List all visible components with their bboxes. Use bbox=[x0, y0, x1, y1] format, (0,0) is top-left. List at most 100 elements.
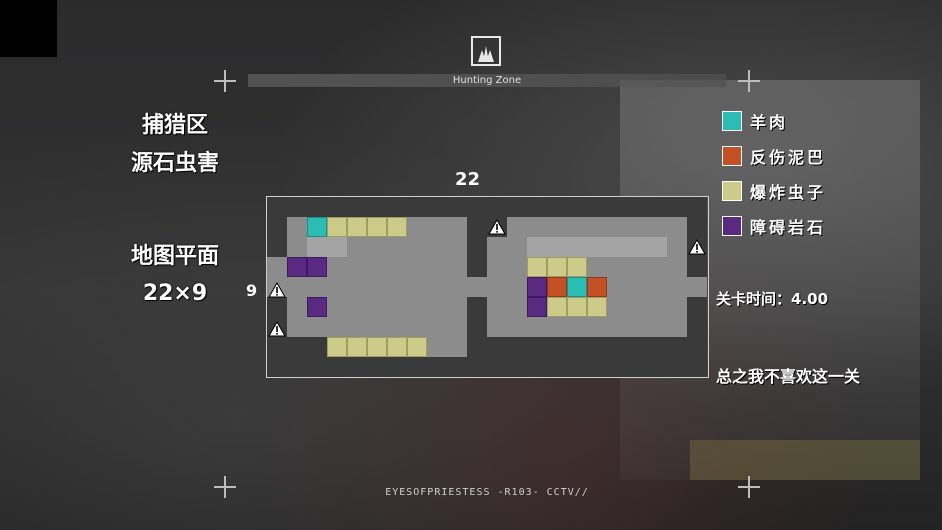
floor-tile bbox=[407, 217, 427, 237]
floor-tile bbox=[607, 217, 627, 237]
wall-tile bbox=[687, 297, 707, 317]
wall-tile bbox=[627, 337, 647, 357]
floor-tile bbox=[627, 277, 647, 297]
floor-tile bbox=[527, 317, 547, 337]
zone-name-title: 捕猎区 bbox=[141, 113, 208, 138]
zone-title-bar bbox=[248, 74, 726, 87]
floor-tile bbox=[287, 217, 307, 237]
cctv-footer: EYESOFPRIESTESS -R103- CCTV// bbox=[385, 487, 589, 498]
wall-tile bbox=[547, 197, 567, 217]
wall-tile bbox=[407, 197, 427, 217]
floor-tile bbox=[327, 237, 347, 257]
wall-tile bbox=[567, 357, 587, 377]
floor-tile bbox=[587, 317, 607, 337]
wall-tile bbox=[427, 357, 447, 377]
wall-tile bbox=[367, 197, 387, 217]
lamb-tile bbox=[307, 217, 327, 237]
wall-tile bbox=[467, 337, 487, 357]
floor-tile bbox=[327, 317, 347, 337]
wall-tile bbox=[267, 337, 287, 357]
floor-tile bbox=[267, 257, 287, 277]
floor-tile bbox=[647, 217, 667, 237]
wall-tile bbox=[607, 337, 627, 357]
floor-tile bbox=[307, 317, 327, 337]
warning-icon bbox=[488, 219, 506, 235]
floor-tile bbox=[327, 257, 347, 277]
floor-tile bbox=[447, 317, 467, 337]
wall-tile bbox=[307, 337, 327, 357]
legend-item-mud: 反伤泥巴 bbox=[722, 145, 827, 167]
bomb-bug-tile bbox=[387, 337, 407, 357]
floor-tile bbox=[527, 237, 547, 257]
floor-tile bbox=[447, 217, 467, 237]
wall-tile bbox=[327, 357, 347, 377]
wall-tile bbox=[487, 337, 507, 357]
legend-swatch-mud bbox=[722, 145, 742, 166]
floor-tile bbox=[667, 257, 687, 277]
floor-tile bbox=[527, 217, 547, 237]
floor-tile bbox=[347, 317, 367, 337]
wall-tile bbox=[607, 197, 627, 217]
bomb-bug-tile bbox=[327, 217, 347, 237]
legend-label-bomb-bug: 爆炸虫子 bbox=[750, 182, 827, 202]
floor-tile bbox=[367, 297, 387, 317]
bomb-bug-tile bbox=[527, 257, 547, 277]
floor-tile bbox=[687, 277, 707, 297]
floor-tile bbox=[667, 317, 687, 337]
wall-tile bbox=[387, 357, 407, 377]
bomb-bug-tile bbox=[567, 297, 587, 317]
floor-tile bbox=[407, 257, 427, 277]
wall-tile bbox=[687, 217, 707, 237]
hazard-subtitle: 源石虫害 bbox=[130, 151, 219, 176]
map-plan-label: 地图平面 bbox=[130, 244, 219, 269]
floor-tile bbox=[327, 297, 347, 317]
floor-tile bbox=[507, 257, 527, 277]
wall-tile bbox=[467, 197, 487, 217]
wall-tile bbox=[467, 257, 487, 277]
wall-tile bbox=[507, 357, 527, 377]
floor-tile bbox=[447, 337, 467, 357]
floor-tile bbox=[447, 237, 467, 257]
floor-tile bbox=[587, 237, 607, 257]
wall-tile bbox=[267, 197, 287, 217]
legend-item-rock: 障碍岩石 bbox=[722, 215, 826, 237]
floor-tile bbox=[407, 317, 427, 337]
wall-tile bbox=[587, 357, 607, 377]
warning-icon bbox=[688, 239, 706, 255]
floor-tile bbox=[667, 297, 687, 317]
bomb-bug-tile bbox=[407, 337, 427, 357]
rock-tile bbox=[527, 297, 547, 317]
legend-swatch-lamb bbox=[722, 110, 742, 131]
bomb-bug-tile bbox=[387, 217, 407, 237]
legend-label-mud: 反伤泥巴 bbox=[750, 147, 827, 167]
bomb-bug-tile bbox=[567, 257, 587, 277]
corner-mask bbox=[0, 0, 57, 57]
wall-tile bbox=[647, 337, 667, 357]
floor-tile bbox=[427, 277, 447, 297]
floor-tile bbox=[327, 277, 347, 297]
wall-tile bbox=[467, 317, 487, 337]
map-height-label: 9 bbox=[246, 281, 258, 300]
wall-tile bbox=[687, 337, 707, 357]
background-highlight bbox=[690, 440, 920, 480]
floor-tile bbox=[487, 237, 507, 257]
floor-tile bbox=[407, 237, 427, 257]
floor-tile bbox=[427, 317, 447, 337]
floor-tile bbox=[347, 237, 367, 257]
floor-tile bbox=[487, 317, 507, 337]
floor-tile bbox=[567, 237, 587, 257]
floor-tile bbox=[447, 297, 467, 317]
wall-tile bbox=[627, 357, 647, 377]
floor-tile bbox=[587, 257, 607, 277]
wall-tile bbox=[447, 357, 467, 377]
legend-item-lamb: 羊肉 bbox=[722, 110, 826, 132]
wall-tile bbox=[647, 197, 667, 217]
floor-tile bbox=[367, 317, 387, 337]
floor-tile bbox=[467, 277, 487, 297]
wall-tile bbox=[307, 197, 327, 217]
wall-tile bbox=[267, 297, 287, 317]
floor-tile bbox=[647, 297, 667, 317]
wall-tile bbox=[287, 357, 307, 377]
rock-tile bbox=[287, 257, 307, 277]
level-time: 关卡时间：4.00 bbox=[716, 290, 829, 308]
